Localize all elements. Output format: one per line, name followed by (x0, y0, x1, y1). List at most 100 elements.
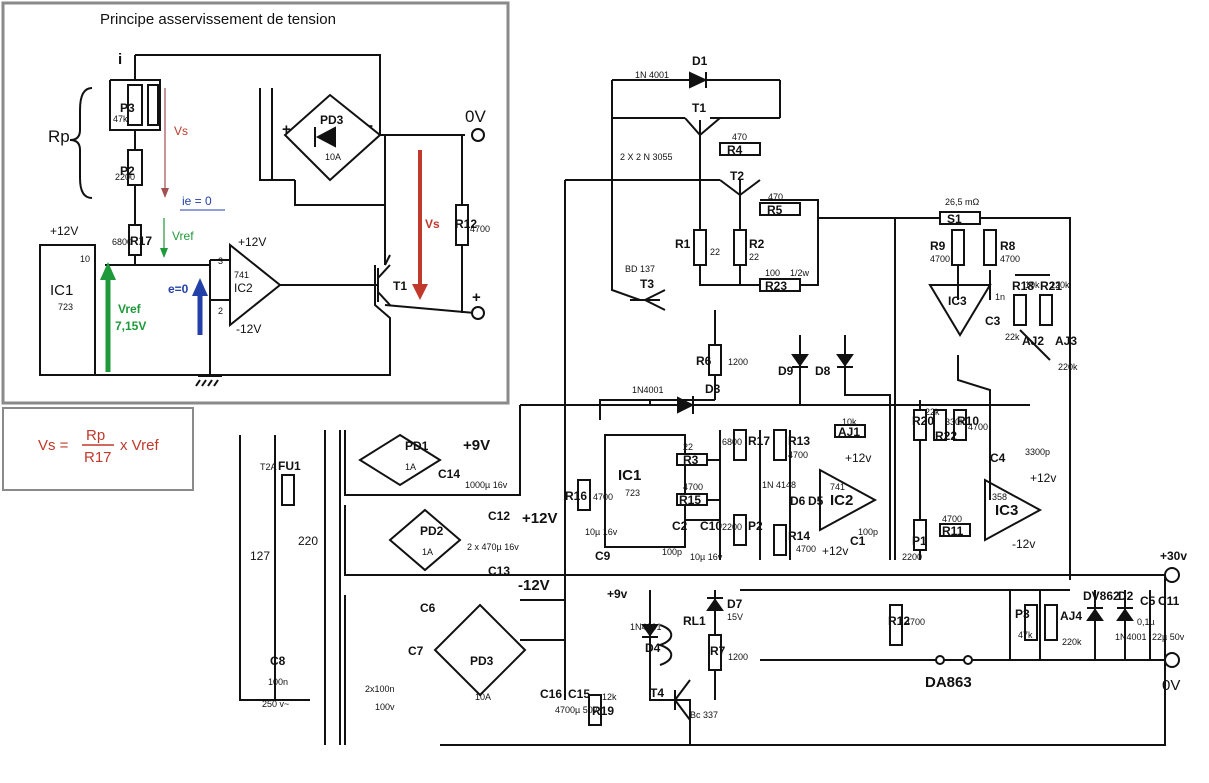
label-pd3-rating: 10A (475, 692, 491, 702)
label-plus12-a: +12v (845, 451, 871, 465)
inset-t1: T1 (393, 279, 407, 293)
label-r1-value: 22 (710, 247, 720, 257)
label-plus12-b: +12v (822, 544, 848, 558)
label-d1: D1 (692, 54, 708, 68)
label-p1-value: 2200 (902, 552, 922, 562)
label-c5: C5 (1140, 594, 1156, 608)
label-p3-value: 47k (1018, 630, 1033, 640)
label-d7-value: 15V (727, 612, 743, 622)
label-r18-value: 10k (1025, 280, 1040, 290)
label-p2: P2 (748, 519, 763, 533)
label-c8: C8 (270, 654, 286, 668)
label-r9: R9 (930, 239, 946, 253)
label-d2-part: 1N4001 (1115, 632, 1147, 642)
inset-bridge-plus: + (282, 121, 291, 138)
label-r20: R20 (912, 414, 934, 428)
label-d6: D6 (790, 494, 806, 508)
label-d5: D5 (808, 494, 824, 508)
label-r6: R6 (696, 354, 712, 368)
inset-p3-value: 47k (113, 114, 128, 124)
label-c11: C11 (1158, 594, 1180, 608)
label-r5-value: 470 (768, 192, 783, 202)
label-c1: C1 (850, 534, 866, 548)
label-plus9: +9V (463, 437, 490, 454)
label-r11-value: 4700 (942, 514, 962, 524)
label-pd3: PD3 (470, 654, 494, 668)
label-r1: R1 (675, 237, 691, 251)
label-c9-value: 10µ 16v (585, 527, 618, 537)
label-r13: R13 (788, 434, 810, 448)
label-dv862: DV862 (1083, 589, 1120, 603)
label-c14: C14 (438, 467, 460, 481)
label-r8-value: 4700 (1000, 254, 1020, 264)
label-t3-part: BD 137 (625, 264, 655, 274)
inset-ic1: IC1 (50, 282, 73, 299)
label-ic3: IC3 (995, 502, 1018, 519)
inset-title: Principe asservissement de tension (100, 11, 336, 28)
label-s1-value: 26,5 mΩ (945, 197, 980, 207)
label-r21-value: 120k (1050, 280, 1070, 290)
label-c1-value: 100p (858, 527, 878, 537)
label-s1: S1 (947, 212, 962, 226)
inset-ic1-supply: +12V (50, 224, 78, 238)
inset-vref-big: Vref (118, 302, 142, 316)
label-rl1: RL1 (683, 614, 706, 628)
inset-r17-value: 6800 (112, 237, 132, 247)
inset-ic1-model: 723 (58, 302, 73, 312)
inset-ground (195, 375, 222, 387)
inset-ic2: IC2 (234, 281, 253, 295)
inset-components (39, 84, 485, 376)
label-r15-value: 4700 (683, 482, 703, 492)
label-c67-value: 2x100n (365, 684, 395, 694)
formula-tail: x Vref (120, 437, 159, 454)
inset-ic2-pin-plus: 3 (218, 256, 223, 266)
label-minus12v: -12V (518, 577, 550, 594)
inset-out-0v: 0V (465, 107, 486, 126)
label-r3-value: 22 (683, 442, 693, 452)
label-r10-value: 4700 (968, 422, 988, 432)
label-r21: R21 (1040, 279, 1062, 293)
label-p1: P1 (912, 534, 927, 548)
inset-r17: R17 (130, 234, 152, 248)
label-d8: D8 (815, 364, 831, 378)
inset-ic2-neg-supply: -12V (236, 322, 261, 336)
terminals (935, 567, 1180, 668)
active-components (358, 117, 1043, 721)
inset-ic1-pin: 10 (80, 254, 90, 264)
inset-vs-out: Vs (425, 217, 440, 231)
label-aj3: AJ3 (1055, 334, 1077, 348)
label-c16: C16 (540, 687, 562, 701)
label-r17: R17 (748, 434, 770, 448)
inset-rp-label: Rp (48, 127, 70, 146)
label-r22-value: 330k (945, 417, 965, 427)
inset-transistor (365, 264, 391, 306)
label-r2-value: 22 (749, 252, 759, 262)
label-da863: DA863 (925, 674, 972, 691)
inset-pd3-rating: 10A (325, 152, 341, 162)
label-r9-value: 4700 (930, 254, 950, 264)
label-d9: D9 (778, 364, 794, 378)
label-d2: D2 (1118, 589, 1134, 603)
label-t1: T1 (692, 101, 706, 115)
label-c11-value: 22µ 50v (1152, 632, 1185, 642)
label-r14: R14 (788, 529, 810, 543)
label-r13-value: 4700 (788, 450, 808, 460)
inset-labels: i Rp P3 47k P2 2200 R17 6800 Vs ie = 0 V… (48, 51, 490, 336)
label-c4: C4 (990, 451, 1006, 465)
inset-current-i: i (118, 51, 122, 68)
label-t4-part: Bc 337 (690, 710, 718, 720)
formula-numerator: Rp (86, 427, 105, 444)
label-plus12v: +12V (522, 510, 557, 527)
label-c3-value: 1n (995, 292, 1005, 302)
label-r19: R19 (592, 704, 614, 718)
label-c8-value: 100n (268, 677, 288, 687)
label-c10: C10 (700, 519, 722, 533)
label-pd1: PD1 (405, 439, 429, 453)
label-r14-value: 4700 (796, 544, 816, 554)
label-r3: R3 (683, 453, 699, 467)
label-out-0v: 0V (1162, 677, 1180, 694)
formula-denominator: R17 (84, 449, 112, 466)
label-t4: T4 (650, 686, 664, 700)
label-c67-rating: 100v (375, 702, 395, 712)
